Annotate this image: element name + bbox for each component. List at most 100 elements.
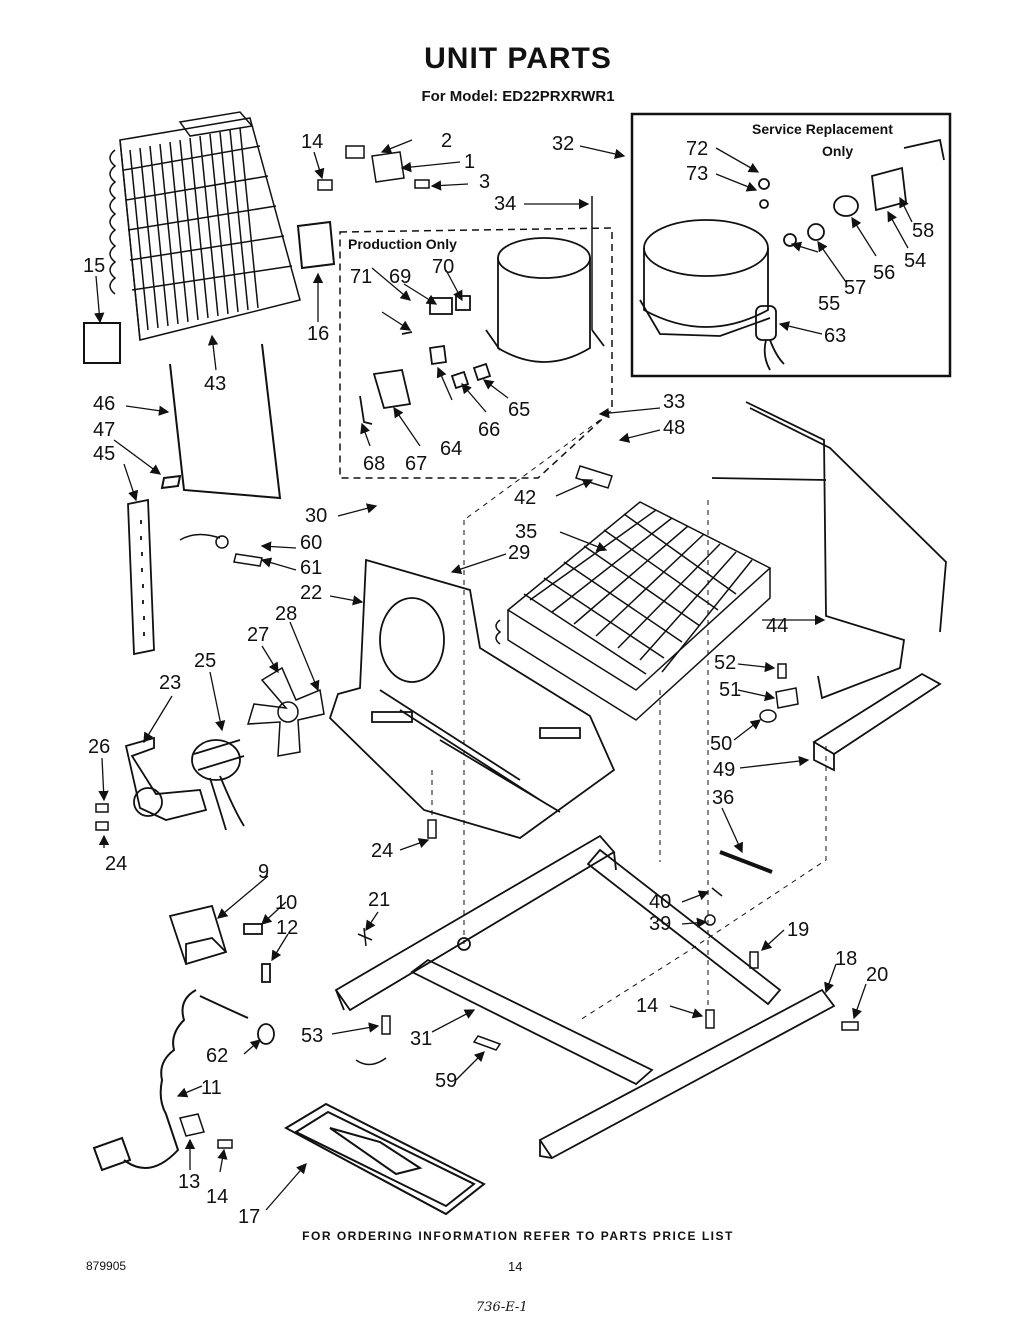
evaporator-tube bbox=[160, 343, 282, 500]
label-part-21: 21 bbox=[368, 889, 390, 911]
label-part-13: 13 bbox=[178, 1171, 200, 1193]
label-part-16: 16 bbox=[307, 323, 329, 345]
callout-leaders bbox=[94, 139, 913, 1211]
drain-trough-part-49 bbox=[812, 672, 942, 772]
label-part-46: 46 bbox=[93, 393, 115, 415]
label-part-72: 72 bbox=[686, 138, 708, 160]
label-part-14-bottom: 14 bbox=[206, 1186, 228, 1208]
thermostat-part-60 bbox=[179, 533, 263, 567]
label-part-20: 20 bbox=[866, 964, 888, 986]
label-part-24-left: 24 bbox=[105, 853, 127, 875]
production-only-label: Production Only bbox=[348, 236, 457, 252]
label-part-48: 48 bbox=[663, 417, 685, 439]
label-part-23: 23 bbox=[159, 672, 181, 694]
label-part-57: 57 bbox=[844, 277, 866, 299]
fan-mount-part-22 bbox=[328, 558, 616, 839]
label-part-11: 11 bbox=[201, 1077, 222, 1099]
service-only-label: Only bbox=[822, 143, 853, 159]
misc-screws bbox=[355, 887, 859, 1066]
label-part-64: 64 bbox=[440, 438, 462, 460]
label-part-68: 68 bbox=[363, 453, 385, 475]
service-replacement-box: Service Replacement Only bbox=[630, 112, 952, 378]
label-part-53: 53 bbox=[301, 1025, 323, 1047]
handwritten-note: 736-E-1 bbox=[476, 1300, 528, 1315]
drain-pan-part-17 bbox=[283, 1102, 486, 1216]
label-part-49: 49 bbox=[713, 759, 735, 781]
label-part-60: 60 bbox=[300, 532, 322, 554]
label-part-58: 58 bbox=[912, 220, 934, 242]
label-part-15: 15 bbox=[83, 255, 105, 277]
label-part-47: 47 bbox=[93, 419, 115, 441]
fan-motor-part-25 bbox=[191, 739, 245, 831]
compressor-production bbox=[359, 237, 605, 425]
clip-part-13 bbox=[179, 1113, 233, 1149]
label-part-55: 55 bbox=[818, 293, 840, 315]
alignment-lines bbox=[431, 419, 827, 1021]
evaporator-coil-part-35 bbox=[495, 501, 772, 721]
label-part-36: 36 bbox=[712, 787, 734, 809]
label-part-31: 31 bbox=[410, 1028, 432, 1050]
label-part-3: 3 bbox=[479, 171, 490, 193]
suction-line-part-44 bbox=[711, 401, 947, 700]
label-part-2: 2 bbox=[441, 130, 452, 152]
heater-part-16 bbox=[296, 220, 336, 270]
model-subtitle: For Model: ED22PRXRWR1 bbox=[421, 88, 615, 105]
drain-plate-part-15 bbox=[83, 322, 121, 364]
label-part-34: 34 bbox=[494, 193, 516, 215]
label-part-19: 19 bbox=[787, 919, 809, 941]
label-part-59: 59 bbox=[435, 1070, 457, 1092]
label-part-1: 1 bbox=[464, 151, 475, 173]
label-part-26: 26 bbox=[88, 736, 110, 758]
label-part-12: 12 bbox=[276, 917, 298, 939]
label-part-22: 22 bbox=[300, 582, 322, 604]
label-part-10: 10 bbox=[275, 892, 297, 914]
label-part-43: 43 bbox=[204, 373, 226, 395]
label-part-14-right: 14 bbox=[636, 995, 658, 1017]
ordering-info-footer: FOR ORDERING INFORMATION REFER TO PARTS … bbox=[302, 1229, 734, 1243]
label-part-66: 66 bbox=[478, 419, 500, 441]
compressor-service bbox=[639, 138, 945, 371]
fan-bracket-part-45 bbox=[127, 498, 155, 656]
label-part-44: 44 bbox=[766, 615, 788, 637]
label-part-35: 35 bbox=[515, 521, 537, 543]
label-part-28: 28 bbox=[275, 603, 297, 625]
small-parts-50-52 bbox=[759, 663, 799, 723]
label-part-50: 50 bbox=[710, 733, 732, 755]
label-part-9: 9 bbox=[258, 861, 269, 883]
label-part-63: 63 bbox=[824, 325, 846, 347]
screws-24-26 bbox=[95, 803, 437, 839]
catalog-number: 879905 bbox=[86, 1259, 127, 1273]
label-part-39: 39 bbox=[649, 913, 671, 935]
label-part-71: 71 bbox=[350, 266, 372, 288]
part-number-labels: 2 1 3 14 32 34 15 16 43 46 47 45 71 69 7… bbox=[83, 130, 934, 1228]
label-part-62: 62 bbox=[206, 1045, 228, 1067]
production-only-box: Production Only bbox=[339, 227, 613, 479]
label-part-70: 70 bbox=[432, 256, 454, 278]
relay-part-9 bbox=[168, 904, 275, 1045]
label-part-14-top: 14 bbox=[301, 131, 323, 153]
page-number: 14 bbox=[508, 1259, 523, 1274]
label-part-56: 56 bbox=[873, 262, 895, 284]
label-part-54: 54 bbox=[904, 250, 926, 272]
condenser-coil bbox=[109, 111, 301, 341]
page-title: UNIT PARTS bbox=[424, 42, 612, 75]
motor-bracket-part-23 bbox=[124, 736, 208, 821]
label-part-32: 32 bbox=[552, 133, 574, 155]
front-rail-part-18 bbox=[538, 988, 836, 1160]
label-part-51: 51 bbox=[719, 679, 741, 701]
power-cord-part-11 bbox=[92, 989, 249, 1172]
label-part-29: 29 bbox=[508, 542, 530, 564]
label-part-42: 42 bbox=[514, 487, 536, 509]
label-part-25: 25 bbox=[194, 650, 216, 672]
fan-blade-part-27 bbox=[246, 666, 325, 757]
label-part-73: 73 bbox=[686, 163, 708, 185]
label-part-52: 52 bbox=[714, 652, 736, 674]
label-part-24-center: 24 bbox=[371, 840, 393, 862]
label-part-45: 45 bbox=[93, 443, 115, 465]
label-part-67: 67 bbox=[405, 453, 427, 475]
label-part-27: 27 bbox=[247, 624, 269, 646]
label-part-61: 61 bbox=[300, 557, 322, 579]
label-part-33: 33 bbox=[663, 391, 685, 413]
label-part-18: 18 bbox=[835, 948, 857, 970]
